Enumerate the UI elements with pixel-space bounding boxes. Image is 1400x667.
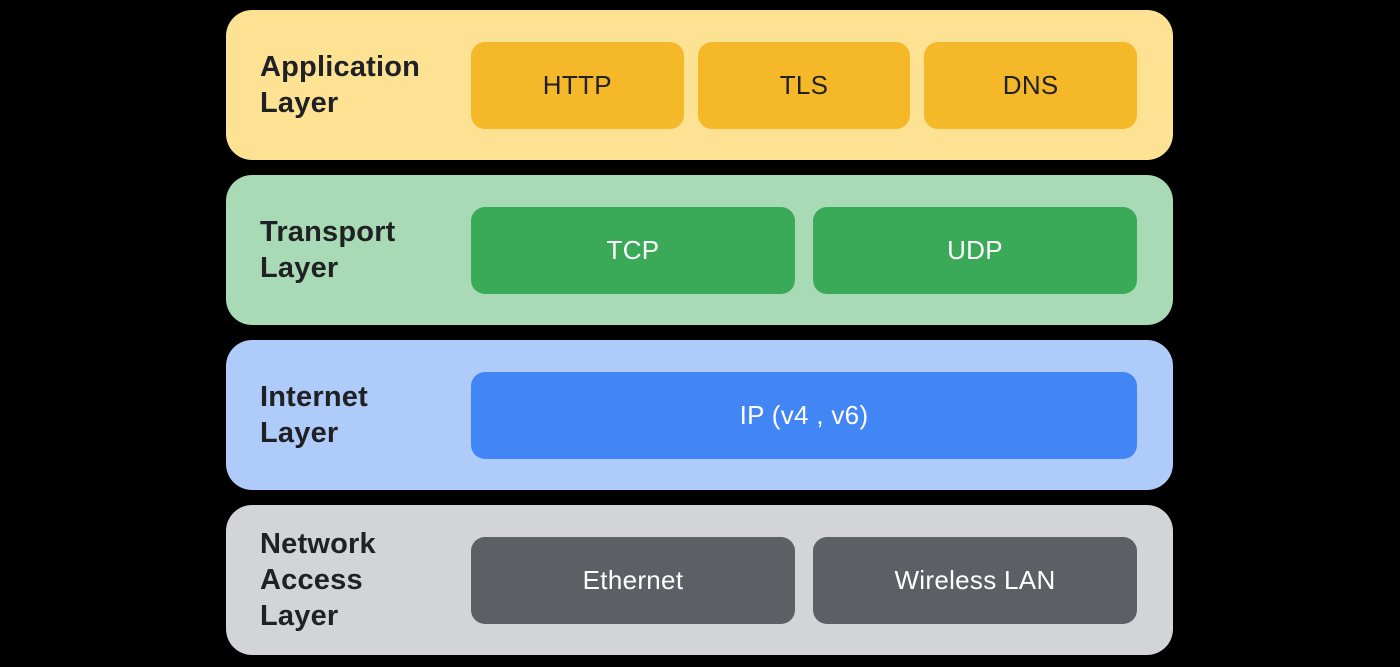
layer-network-access-label: Network Access Layer: [260, 528, 376, 632]
protocol-box-tcp: TCP: [471, 206, 795, 294]
layer-application-protocols: HTTP TLS DNS: [471, 41, 1138, 129]
tcpip-stack-diagram: Application Layer HTTP TLS DNS Transport…: [226, 10, 1173, 655]
layer-transport: Transport Layer TCP UDP: [226, 175, 1173, 325]
protocol-box-tls: TLS: [697, 41, 911, 129]
layer-internet-protocols: IP (v4 , v6): [471, 371, 1137, 459]
protocol-box-dns: DNS: [924, 41, 1138, 129]
layer-network-access-protocols: Ethernet Wireless LAN: [471, 536, 1137, 624]
protocol-box-wireless-lan: Wireless LAN: [813, 536, 1137, 624]
layer-internet: Internet Layer IP (v4 , v6): [226, 340, 1173, 490]
layer-transport-protocols: TCP UDP: [471, 206, 1137, 294]
protocol-box-ethernet: Ethernet: [471, 536, 795, 624]
layer-transport-label: Transport Layer: [260, 216, 396, 284]
protocol-box-http: HTTP: [471, 41, 684, 129]
protocol-box-ip: IP (v4 , v6): [471, 371, 1137, 459]
layer-application: Application Layer HTTP TLS DNS: [226, 10, 1173, 160]
layer-application-label: Application Layer: [260, 51, 421, 119]
protocol-box-udp: UDP: [813, 206, 1137, 294]
layer-network-access: Network Access Layer Ethernet Wireless L…: [226, 505, 1173, 655]
layer-internet-label: Internet Layer: [260, 381, 368, 449]
